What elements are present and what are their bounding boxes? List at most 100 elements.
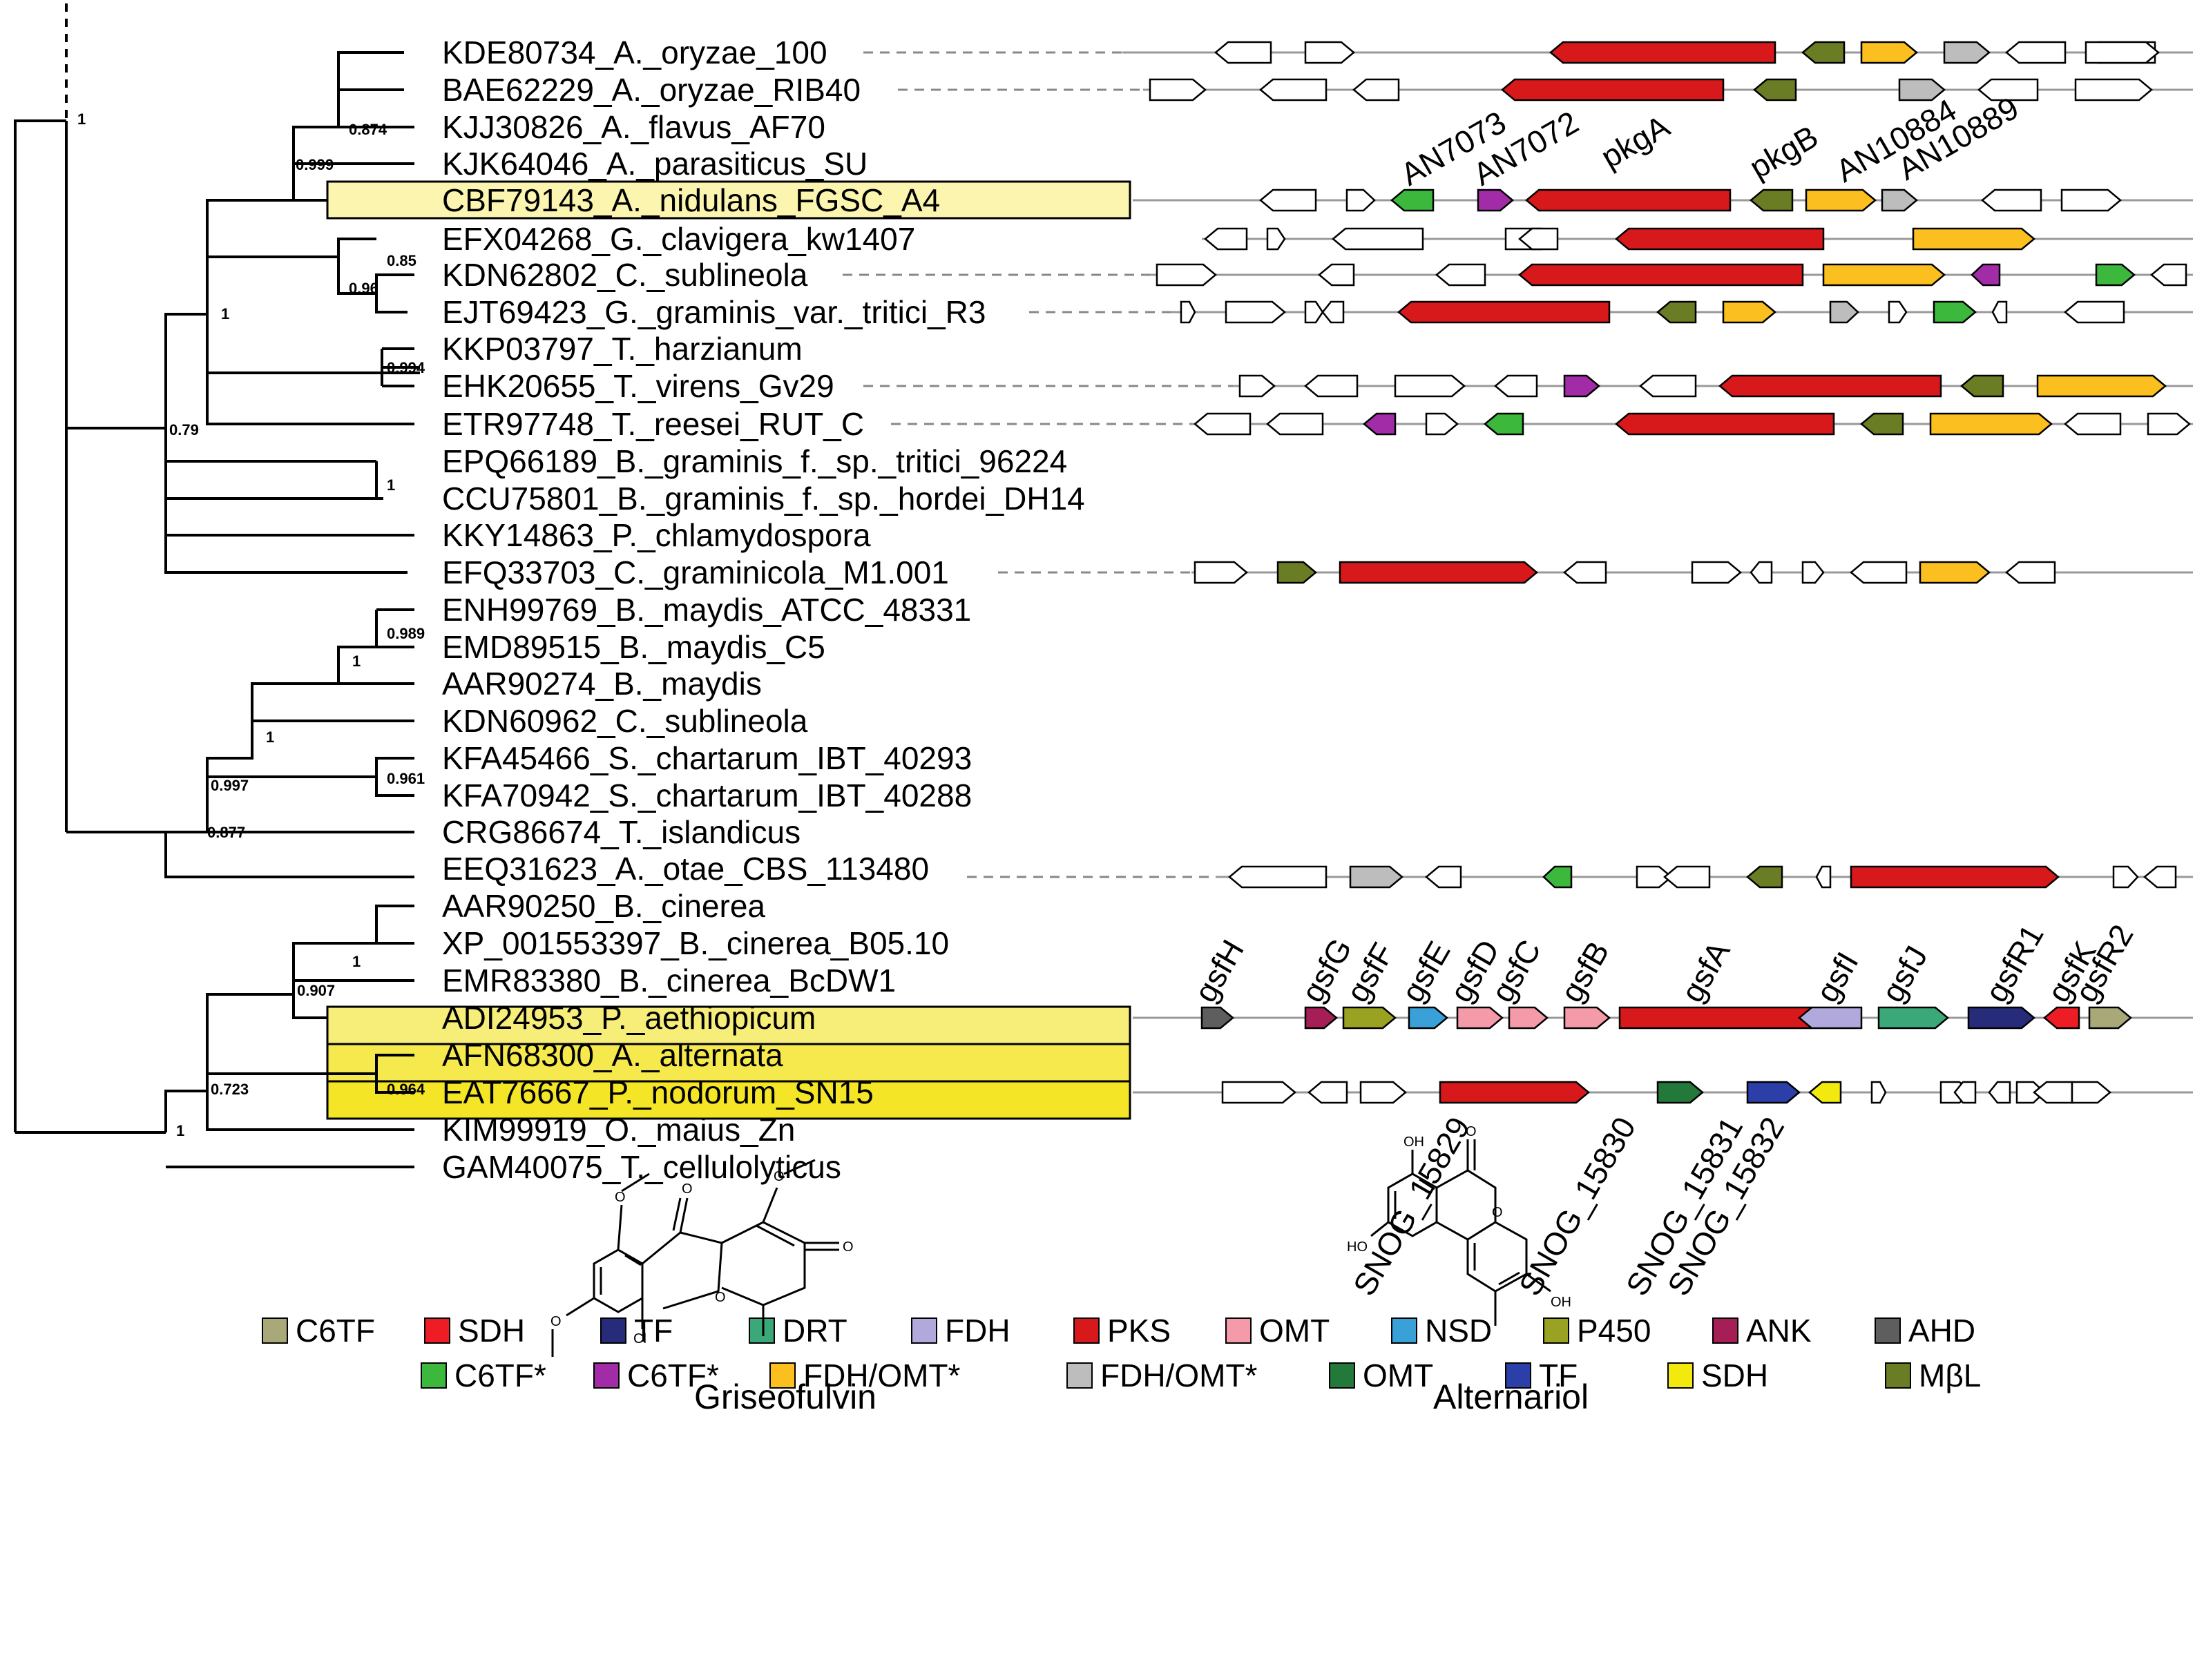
gene-arrow <box>1349 865 1403 889</box>
support-values: 10.8740.9990.850.9610.9940.7910.989110.9… <box>77 110 425 1139</box>
gene-arrow <box>1339 561 1538 584</box>
taxon-label: EPQ66189_B._graminis_f._sp._tritici_9622… <box>442 443 1067 479</box>
taxon-label: EAT76667_P._nodorum_SN15 <box>442 1074 874 1110</box>
alternariol-name: Alternariol <box>1433 1378 1589 1416</box>
legend-swatch <box>1329 1362 1355 1389</box>
gene-name-label: gsfB <box>1553 935 1616 1008</box>
gene-arrow <box>1425 412 1459 436</box>
gene-arrow <box>1746 865 1783 889</box>
legend-swatch <box>749 1317 775 1344</box>
gene-arrow <box>2060 189 2122 212</box>
legend-label: P450 <box>1577 1313 1651 1349</box>
legend-swatch <box>600 1317 626 1344</box>
gene-arrow <box>1259 78 1328 102</box>
gene-arrow <box>1860 412 1904 436</box>
gene-arrow <box>1798 1006 1863 1030</box>
taxon-highlights <box>326 180 1131 1120</box>
griseofulvin-cl: Cl <box>633 1331 646 1346</box>
support-value: 1 <box>387 476 395 494</box>
taxon-label: XP_001553397_B._cinerea_B05.10 <box>442 925 949 961</box>
taxon-label: EMD89515_B._maydis_C5 <box>442 629 825 665</box>
support-value: 0.989 <box>387 625 425 642</box>
gene-name-label: gsfE <box>1395 935 1457 1008</box>
taxon-label: EHK20655_T._virens_Gv29 <box>442 368 834 404</box>
gene-arrow <box>1194 412 1252 436</box>
gene-name-label: gsfJ <box>1875 940 1935 1008</box>
support-value: 0.85 <box>387 252 416 269</box>
support-value: 0.999 <box>296 156 334 173</box>
legend-label: FDH/OMT* <box>1100 1358 1258 1393</box>
gene-arrow <box>1542 865 1573 889</box>
gene-arrow <box>1615 227 1825 251</box>
gene-arrow <box>1508 1006 1549 1030</box>
gene-arrow <box>1960 374 2004 398</box>
legend-label: DRT <box>783 1313 847 1349</box>
legend-label: SDH <box>1701 1358 1768 1393</box>
support-value: 0.961 <box>387 770 425 787</box>
gene-arrow <box>1888 300 1908 324</box>
gene-arrow <box>1549 41 1776 64</box>
taxon-label: EFX04268_G._clavigera_kw1407 <box>442 221 915 257</box>
gene-arrow <box>2036 374 2167 398</box>
gene-arrow <box>1750 561 1773 584</box>
gene-name-label: gsfA <box>1674 935 1737 1008</box>
highlight-nodorum <box>326 1080 1131 1120</box>
gene-arrow <box>1228 865 1328 889</box>
gene-arrow <box>1912 227 2035 251</box>
legend-label: TF <box>634 1313 673 1349</box>
taxon-label: KJK64046_A._parasiticus_SU <box>442 146 868 182</box>
gene-arrow <box>1435 263 1486 287</box>
gene-arrow <box>1860 41 1918 64</box>
legend-swatch <box>1543 1317 1569 1344</box>
gene-arrow <box>1636 865 1673 889</box>
legend-swatch <box>769 1362 796 1389</box>
gene-arrow <box>1394 374 1466 398</box>
taxon-label: KKY14863_P._chlamydospora <box>442 517 871 553</box>
gene-arrow <box>1259 189 1317 212</box>
taxon-label: EEQ31623_A._otae_CBS_113480 <box>442 851 929 887</box>
gene-arrow <box>1518 227 1559 251</box>
gene-arrow <box>1850 561 1908 584</box>
gene-arrow <box>1618 1006 1825 1030</box>
support-value: 0.964 <box>387 1081 425 1098</box>
taxon-label: AFN68300_A._alternata <box>442 1037 783 1073</box>
legend-label: MβL <box>1919 1358 1981 1393</box>
gene-arrow <box>1180 300 1196 324</box>
gene-arrow <box>1829 300 1859 324</box>
taxon-labels: KDE80734_A._oryzae_100BAE62229_A._oryzae… <box>442 35 1085 1185</box>
gene-arrow <box>1801 41 1846 64</box>
taxon-label: ENH99769_B._maydis_ATCC_48331 <box>442 592 971 628</box>
gene-arrow <box>1266 412 1324 436</box>
gene-arrow <box>1266 227 1286 251</box>
gene-arrow <box>2143 865 2177 889</box>
gene-arrow <box>1615 412 1835 436</box>
gene-arrow <box>2088 1006 2132 1030</box>
gene-arrow <box>1425 865 1462 889</box>
gene-arrow <box>1881 189 1918 212</box>
gene-name-label: pkgA <box>1595 108 1676 175</box>
taxon-label: KDN60962_C._sublineola <box>442 703 808 739</box>
legend-swatch <box>1073 1317 1100 1344</box>
gene-arrow <box>1656 1081 1704 1104</box>
gene-arrow <box>1943 41 1991 64</box>
gene-arrow <box>2005 561 2056 584</box>
taxon-label: EFQ33703_C._graminicola_M1.001 <box>442 554 949 590</box>
griseofulvin-o3: O <box>774 1169 785 1184</box>
gene-arrow <box>1352 78 1400 102</box>
gene-arrow <box>1439 1081 1590 1104</box>
gene-arrow <box>1988 1081 2011 1104</box>
legend-label: ANK <box>1746 1313 1812 1349</box>
gene-arrow <box>1342 1006 1397 1030</box>
taxon-label: BAE62229_A._oryzae_RIB40 <box>442 72 861 108</box>
legend-label: AHD <box>1908 1313 1975 1349</box>
gene-name-label: gsfR1 <box>1978 918 2051 1008</box>
gene-arrow <box>1494 374 1538 398</box>
gene-arrow <box>1194 561 1248 584</box>
gene-arrow <box>1149 78 1207 102</box>
gene-arrow <box>1801 561 1825 584</box>
gene-arrow <box>1981 189 2042 212</box>
legend-label: FDH <box>945 1313 1010 1349</box>
gene-arrow <box>1518 263 1804 287</box>
